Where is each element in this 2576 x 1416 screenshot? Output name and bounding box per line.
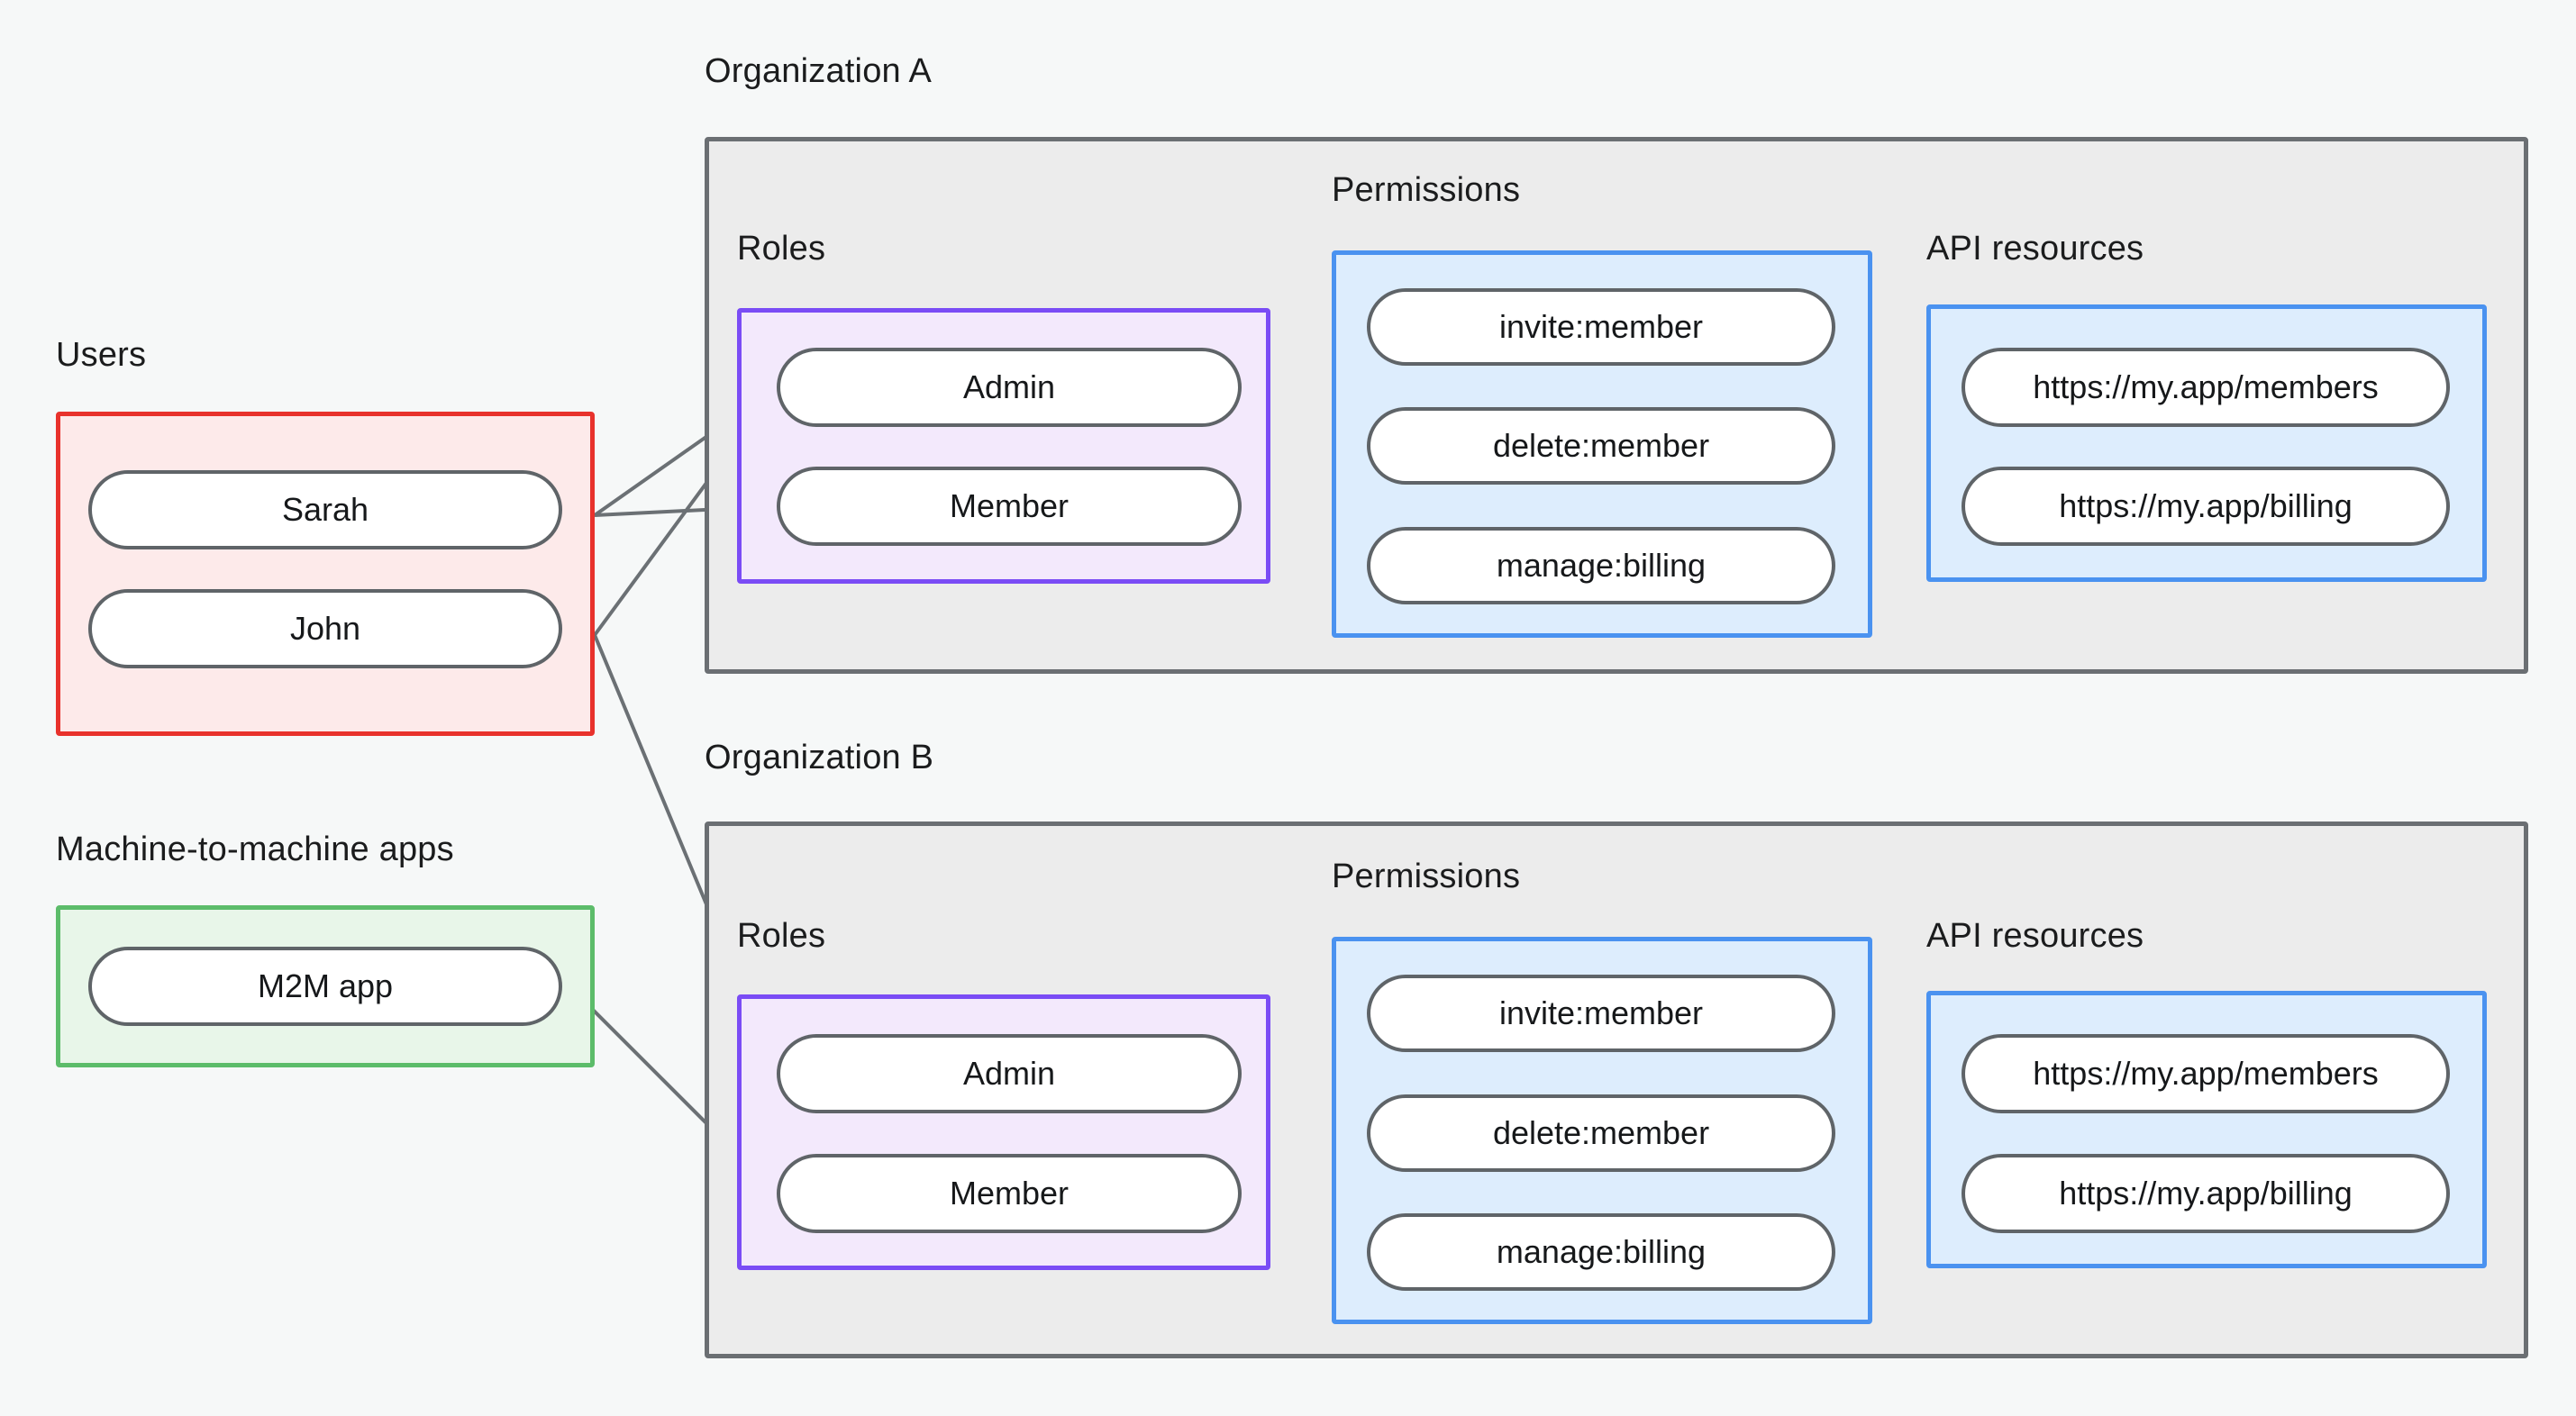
org-b-role-member-label: Member [949, 1175, 1070, 1212]
org-b-permission-manage-billing-label: manage:billing [1496, 1233, 1707, 1270]
users-container [56, 412, 595, 736]
org-b-api-resource-billing[interactable]: https://my.app/billing [1962, 1154, 2450, 1233]
org-b-permission-invite-member[interactable]: invite:member [1367, 975, 1835, 1052]
org-b-roles-label: Roles [737, 917, 826, 955]
org-a-permission-manage-billing-label: manage:billing [1496, 547, 1707, 584]
org-b-permission-invite-member-label: invite:member [1498, 994, 1704, 1031]
m2m-group-label: Machine-to-machine apps [56, 831, 454, 868]
org-a-api-resource-billing-label: https://my.app/billing [2059, 487, 2353, 524]
org-b-role-member[interactable]: Member [777, 1154, 1242, 1233]
org-a-title: Organization A [705, 52, 933, 90]
org-a-api-resource-members[interactable]: https://my.app/members [1962, 348, 2450, 427]
org-a-role-member-label: Member [949, 487, 1070, 524]
org-b-role-admin-label: Admin [962, 1055, 1056, 1092]
user-node-john-label: John [289, 610, 361, 647]
m2m-node-app[interactable]: M2M app [88, 947, 562, 1026]
org-b-role-admin[interactable]: Admin [777, 1034, 1242, 1113]
user-node-john[interactable]: John [88, 589, 562, 668]
org-b-title: Organization B [705, 739, 934, 776]
org-b-api-resource-members[interactable]: https://my.app/members [1962, 1034, 2450, 1113]
org-b-api-resources-label: API resources [1926, 917, 2144, 955]
org-b-api-resource-billing-label: https://my.app/billing [2059, 1175, 2353, 1212]
org-a-role-member[interactable]: Member [777, 467, 1242, 546]
org-b-api-resource-members-label: https://my.app/members [2033, 1055, 2379, 1092]
m2m-node-app-label: M2M app [257, 967, 394, 1004]
org-a-role-admin[interactable]: Admin [777, 348, 1242, 427]
org-a-role-admin-label: Admin [962, 368, 1056, 405]
user-node-sarah[interactable]: Sarah [88, 470, 562, 549]
org-b-permissions-label: Permissions [1332, 858, 1521, 895]
users-group-label: Users [56, 336, 147, 374]
user-node-sarah-label: Sarah [281, 491, 369, 528]
org-b-permission-delete-member[interactable]: delete:member [1367, 1094, 1835, 1172]
org-a-api-resources-label: API resources [1926, 230, 2144, 268]
org-a-permission-delete-member-label: delete:member [1492, 427, 1710, 464]
org-a-permission-delete-member[interactable]: delete:member [1367, 407, 1835, 485]
org-a-api-resource-billing[interactable]: https://my.app/billing [1962, 467, 2450, 546]
org-a-permission-invite-member[interactable]: invite:member [1367, 288, 1835, 366]
org-b-permission-manage-billing[interactable]: manage:billing [1367, 1213, 1835, 1291]
org-a-roles-label: Roles [737, 230, 826, 268]
org-a-permissions-label: Permissions [1332, 171, 1521, 209]
org-b-permission-delete-member-label: delete:member [1492, 1114, 1710, 1151]
org-a-permission-invite-member-label: invite:member [1498, 308, 1704, 345]
org-a-api-resource-members-label: https://my.app/members [2033, 368, 2379, 405]
org-a-permission-manage-billing[interactable]: manage:billing [1367, 527, 1835, 604]
